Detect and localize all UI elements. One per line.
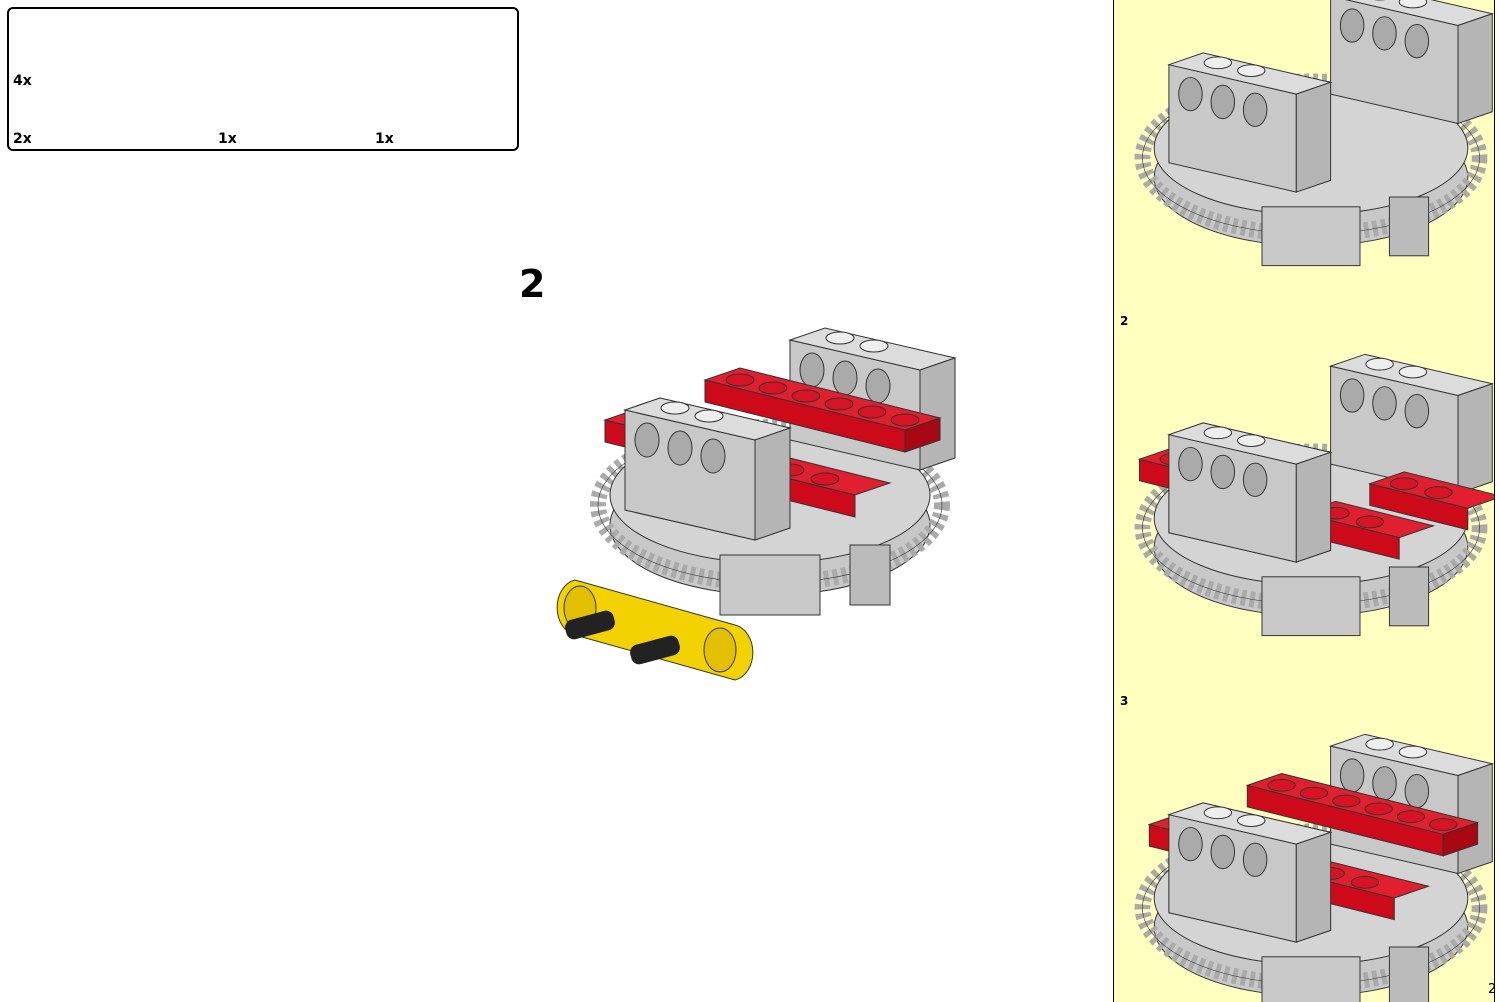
substep-2-assembly [1139, 354, 1494, 635]
part-quantity: 1x [218, 131, 237, 147]
part-quantity: 1x [375, 131, 394, 147]
part-quantity: 4x [13, 73, 32, 89]
substep-1-assembly [1142, 0, 1492, 266]
substep-3-assembly [1142, 734, 1492, 1002]
yellow-beam [556, 579, 754, 681]
parts-list-box: 4x 2x 1x 1x [7, 7, 519, 151]
substep-number: 2 [1120, 314, 1129, 328]
part-quantity: 2x [13, 131, 32, 147]
page-number: 2 [1488, 982, 1497, 997]
step-number: 2 [519, 262, 546, 306]
substep-number: 3 [1120, 694, 1129, 708]
substep-sidebar: 2 3 [1113, 0, 1495, 1002]
substep-illustrations [1139, 0, 1494, 1002]
main-assembly [598, 328, 955, 615]
